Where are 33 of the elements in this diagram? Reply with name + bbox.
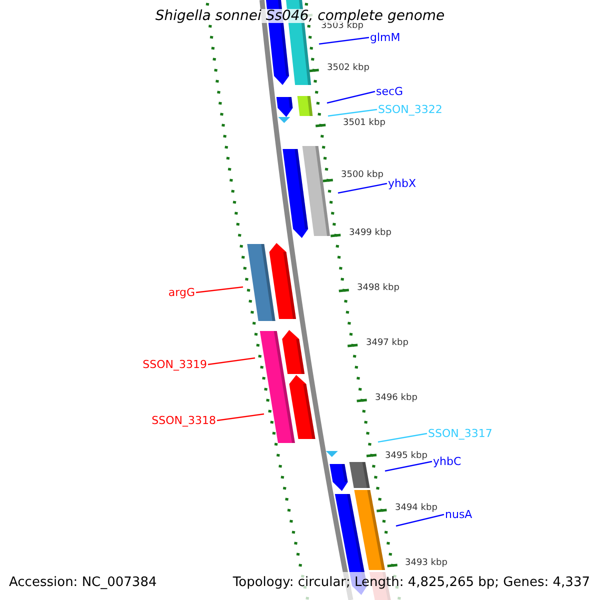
gene-label: nusA: [445, 509, 472, 520]
gene-label: secG: [376, 86, 404, 97]
scale-label: 3496 kbp: [375, 394, 418, 403]
accession-label: Accession: NC_007384: [9, 576, 157, 589]
scale-label: 3499 kbp: [349, 229, 392, 238]
gene-label: SSON_3322: [378, 104, 442, 115]
leader-line: [208, 357, 256, 366]
scale-label: 3503 kbp: [321, 22, 364, 31]
gene-label: SSON_3317: [428, 428, 492, 439]
leader-line: [326, 90, 376, 104]
leader-line: [396, 514, 444, 527]
scale-label: 3495 kbp: [385, 452, 428, 461]
scale-label: 3501 kbp: [343, 119, 386, 128]
scale-label: 3500 kbp: [341, 171, 384, 180]
scale-label: 3497 kbp: [366, 339, 408, 348]
scale-label: 3502 kbp: [327, 64, 370, 73]
leader-line: [196, 286, 244, 294]
scale-label: 3493 kbp: [405, 559, 448, 568]
gene-label: SSON_3318: [152, 415, 216, 426]
leader-line: [328, 108, 378, 117]
leader-line: [378, 432, 428, 443]
leader-line: [216, 413, 264, 422]
gene-label: yhbC: [433, 456, 462, 467]
leader-line: [318, 36, 370, 45]
genome-summary: Topology: circular; Length: 4,825,265 bp; Genes: 4,337: [232, 576, 590, 589]
gene-label: glmM: [370, 32, 400, 43]
scale-label: 3494 kbp: [395, 504, 438, 513]
leader-line: [338, 182, 388, 194]
gene-label: SSON_3319: [142, 359, 207, 370]
gene-label: yhbX: [388, 178, 416, 189]
leader-line: [384, 460, 432, 472]
gene-label: argG: [168, 287, 195, 298]
scale-label: 3498 kbp: [357, 284, 400, 293]
